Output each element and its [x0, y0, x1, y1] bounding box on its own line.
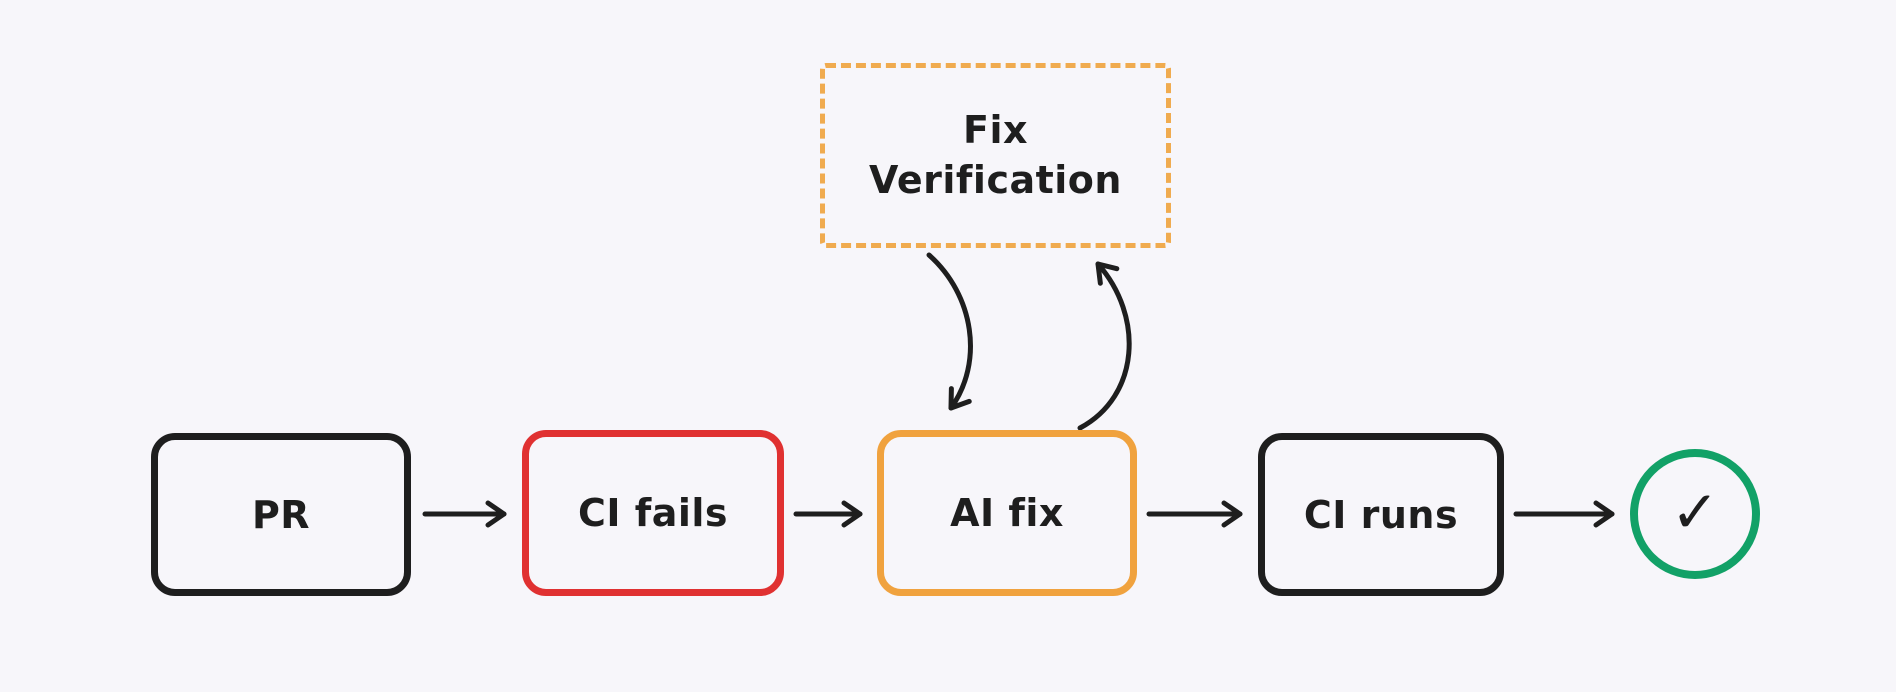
node-ci-runs: CI runs	[1258, 433, 1504, 596]
check-icon: ✓	[1670, 478, 1720, 546]
node-ci-fails: CI fails	[522, 430, 784, 596]
node-ci-fails-label: CI fails	[577, 491, 729, 535]
edge-ai-fix-to-fix-verification	[1077, 261, 1132, 431]
node-ai-fix: AI fix	[877, 430, 1137, 596]
node-ai-fix-label: AI fix	[950, 491, 1064, 535]
node-ci-runs-label: CI runs	[1303, 492, 1459, 537]
node-fix-verification: Fix Verification	[820, 63, 1171, 248]
edge-fix-verification-to-ai-fix	[926, 252, 973, 411]
node-fix-verification-label: Fix Verification	[869, 108, 1122, 202]
node-pr: PR	[151, 433, 411, 596]
node-success: ✓	[1630, 449, 1760, 579]
node-pr-label: PR	[251, 492, 311, 537]
